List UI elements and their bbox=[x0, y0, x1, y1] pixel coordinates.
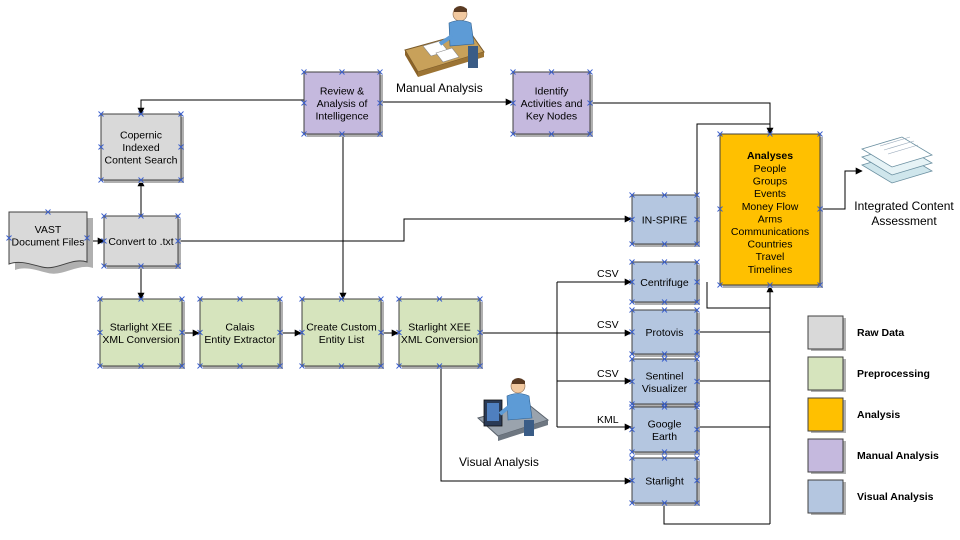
node-protovis: Protovis bbox=[631, 309, 700, 357]
integrated-label-line2: Assessment bbox=[871, 214, 937, 228]
edge-xee2-starlight bbox=[440, 366, 632, 485]
node-label-line: Visualizer bbox=[642, 383, 688, 395]
node-label-line: Starlight bbox=[645, 476, 684, 488]
edge-label-centrifuge: CSV bbox=[597, 268, 619, 280]
edge-convert-inspire bbox=[178, 215, 632, 242]
legend-item: Manual Analysis bbox=[807, 438, 939, 474]
legend-item: Preprocessing bbox=[807, 356, 930, 392]
visual-analyst-illustration bbox=[476, 378, 550, 441]
analyses-item: Money Flow bbox=[742, 201, 799, 213]
node-label-line: Content Search bbox=[105, 155, 178, 167]
node-label-line: Entity Extractor bbox=[204, 334, 276, 346]
analyses-item: Travel bbox=[756, 251, 785, 263]
node-centrifuge: Centrifuge bbox=[631, 261, 700, 305]
legend-item: Visual Analysis bbox=[807, 479, 934, 515]
node-label-line: Protovis bbox=[646, 327, 684, 339]
edge-label-sentinel: CSV bbox=[597, 368, 619, 380]
node-label-line: Indexed bbox=[122, 142, 160, 154]
edges bbox=[87, 98, 863, 525]
node-label-line: IN-SPIRE bbox=[642, 215, 688, 227]
analyses-title: Analyses bbox=[747, 150, 793, 162]
node-label-line: Earth bbox=[652, 431, 677, 443]
visual-analysis-label: Visual Analysis bbox=[459, 455, 539, 469]
node-label-line: Calais bbox=[225, 321, 254, 333]
legend-item: Analysis bbox=[807, 397, 900, 433]
edge-copernic-review bbox=[137, 99, 304, 115]
node-label-line: Analysis of bbox=[317, 98, 368, 110]
node-label-line: Centrifuge bbox=[640, 277, 689, 289]
node-label-line: XML Conversion bbox=[102, 334, 179, 346]
edge-labels: CSV CSV CSV KML bbox=[597, 268, 619, 426]
node-label-line: Document Files bbox=[12, 236, 85, 248]
edge-starlight-bus bbox=[663, 503, 770, 525]
node-label-line: Activities and bbox=[521, 98, 583, 110]
edge-analyses-integrated bbox=[820, 167, 863, 210]
legend-item: Raw Data bbox=[807, 315, 904, 351]
analyses-item: Communications bbox=[731, 226, 809, 238]
edge-label-google-earth: KML bbox=[597, 414, 619, 426]
node-label-line: Key Nodes bbox=[526, 111, 577, 123]
legend-swatch bbox=[807, 438, 844, 473]
node-convert: Convert to .txt bbox=[103, 215, 181, 269]
node-label-line: Intelligence bbox=[315, 111, 368, 123]
legend-label: Raw Data bbox=[857, 327, 904, 339]
analyses-item: Groups bbox=[753, 176, 787, 188]
integrated-document-stack-icon bbox=[861, 136, 933, 184]
node-label-line: Identify bbox=[535, 86, 570, 98]
analyses-item: Timelines bbox=[748, 264, 793, 276]
analyses-item: Arms bbox=[758, 213, 783, 225]
legend-label: Visual Analysis bbox=[857, 491, 934, 503]
analyses-item: Countries bbox=[748, 239, 793, 251]
node-label-line: Starlight XEE bbox=[408, 321, 470, 333]
node-label-line: Entity List bbox=[319, 334, 365, 346]
node-inspire: IN-SPIRE bbox=[631, 194, 700, 247]
legend-swatch bbox=[807, 479, 844, 514]
edge-identify-analyses bbox=[590, 102, 774, 135]
node-label-line: Starlight XEE bbox=[110, 321, 172, 333]
legend-label: Preprocessing bbox=[857, 368, 930, 380]
node-label-line: Sentinel bbox=[646, 370, 684, 382]
node-label-line: Review & bbox=[320, 86, 364, 98]
manual-analysis-label: Manual Analysis bbox=[396, 81, 483, 95]
legend-swatch bbox=[807, 315, 844, 350]
node-label-line: XML Conversion bbox=[401, 334, 478, 346]
edge-label-protovis: CSV bbox=[597, 319, 619, 331]
connection-points bbox=[6, 69, 823, 506]
integrated-label-line1: Integrated Content bbox=[854, 199, 954, 213]
legend-label: Manual Analysis bbox=[857, 450, 939, 462]
node-label-line: Copernic bbox=[120, 130, 162, 142]
analyses-item: People bbox=[754, 163, 787, 175]
manual-analyst-illustration bbox=[404, 6, 485, 77]
node-label-line: Create Custom bbox=[306, 321, 377, 333]
edge-inspire-analyses bbox=[696, 123, 770, 219]
node-starlight: Starlight bbox=[631, 457, 700, 506]
edge-centrifuge-bus bbox=[706, 282, 770, 309]
node-label-line: VAST bbox=[35, 224, 62, 236]
legend-swatch bbox=[807, 356, 844, 391]
node-label-line: Convert to .txt bbox=[108, 236, 173, 248]
analyses-item: Events bbox=[754, 188, 786, 200]
legend-label: Analysis bbox=[857, 409, 900, 421]
node-label-line: Google bbox=[648, 418, 682, 430]
legend-swatch bbox=[807, 397, 844, 432]
